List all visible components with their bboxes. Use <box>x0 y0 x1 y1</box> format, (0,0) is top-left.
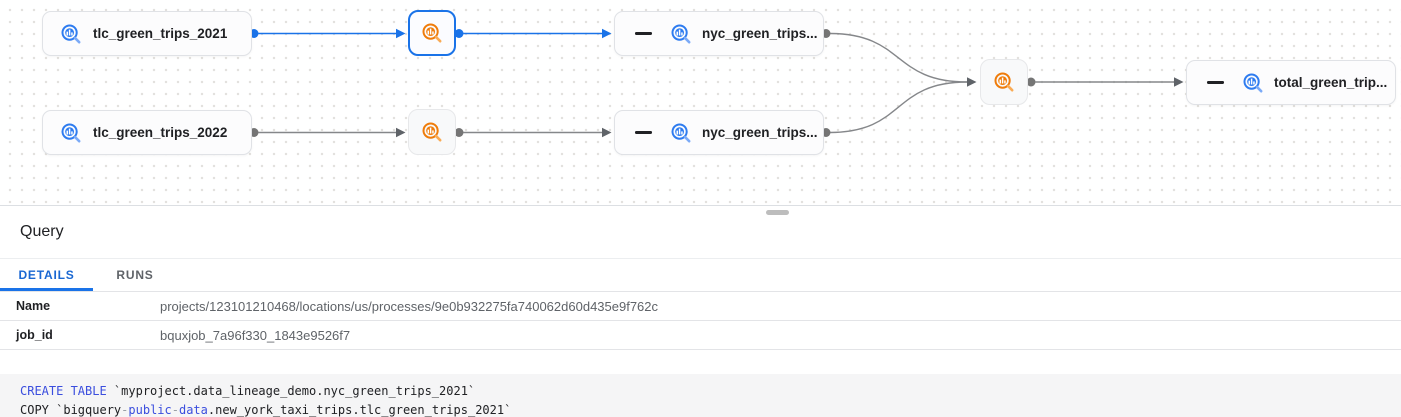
bigquery-table-icon <box>61 24 81 44</box>
bigquery-process-icon <box>422 23 442 43</box>
node-label: nyc_green_trips... <box>702 26 818 41</box>
table-row-name: Name projects/123101210468/locations/us/… <box>0 291 1401 321</box>
bigquery-table-icon <box>61 123 81 143</box>
details-table: Name projects/123101210468/locations/us/… <box>0 291 1401 350</box>
edge-process3-to-total <box>1026 77 1184 87</box>
edge-tlc2022-to-process2 <box>249 127 406 138</box>
details-panel: Query DETAILS RUNS Name projects/1231012… <box>0 206 1401 417</box>
bigquery-table-icon <box>1243 73 1263 93</box>
sql-operator: - <box>171 402 179 417</box>
node-label: nyc_green_trips... <box>702 125 818 140</box>
node-tlc-green-trips-2022[interactable]: tlc_green_trips_2022 <box>42 110 252 155</box>
sql-operator: - <box>121 402 129 417</box>
field-value: projects/123101210468/locations/us/proce… <box>160 298 659 314</box>
node-tlc-green-trips-2021[interactable]: tlc_green_trips_2021 <box>42 11 252 56</box>
sql-code-block: CREATE TABLE `myproject.data_lineage_dem… <box>0 374 1401 417</box>
active-tab-indicator <box>0 288 93 291</box>
node-process-1-selected[interactable] <box>408 10 456 56</box>
edge-process1-to-nyc2021 <box>454 28 612 39</box>
node-total-green-trips[interactable]: total_green_trip... <box>1186 60 1396 105</box>
bigquery-process-icon <box>994 72 1014 92</box>
node-label: tlc_green_trips_2021 <box>93 26 228 41</box>
collapse-minus-icon[interactable] <box>1207 81 1224 84</box>
sql-line-1: CREATE TABLE `myproject.data_lineage_dem… <box>20 382 1401 401</box>
edge-tlc2021-to-process1 <box>249 28 406 39</box>
edge-nyc2022-to-process3 <box>821 77 977 137</box>
sql-line-2: COPY `bigquery-public-data.new_york_taxi… <box>20 401 1401 417</box>
panel-title: Query <box>20 223 64 240</box>
collapse-minus-icon[interactable] <box>635 131 652 134</box>
edge-process2-to-nyc2022 <box>454 127 612 138</box>
sql-text: COPY `bigquery <box>20 402 122 417</box>
tab-details[interactable]: DETAILS <box>18 268 75 282</box>
sql-keyword: data <box>178 402 208 417</box>
node-process-3[interactable] <box>980 59 1028 105</box>
tab-bar: DETAILS RUNS <box>0 258 1401 291</box>
panel-header: Query <box>0 206 1401 258</box>
sql-text: .new_york_taxi_trips.tlc_green_trips_202… <box>207 402 512 417</box>
field-label: job_id <box>16 328 53 342</box>
bigquery-process-icon <box>422 122 442 142</box>
table-row-job-id: job_id bquxjob_7a96f330_1843e9526f7 <box>0 321 1401 350</box>
lineage-edges-layer <box>249 28 1184 138</box>
node-process-2[interactable] <box>408 109 456 155</box>
edge-nyc2021-to-process3 <box>821 29 968 83</box>
node-nyc-green-trips-2021[interactable]: nyc_green_trips... <box>614 11 824 56</box>
lineage-graph[interactable]: tlc_green_trips_2021 tlc_green_trips_202… <box>0 0 1401 206</box>
sql-text: `myproject.data_lineage_demo.nyc_green_t… <box>106 384 476 398</box>
collapse-minus-icon[interactable] <box>635 32 652 35</box>
node-label: total_green_trip... <box>1274 75 1388 90</box>
field-value: bquxjob_7a96f330_1843e9526f7 <box>160 327 351 343</box>
field-label: Name <box>16 299 51 313</box>
panel-resize-handle[interactable] <box>766 210 789 215</box>
bigquery-table-icon <box>671 123 691 143</box>
node-nyc-green-trips-2022[interactable]: nyc_green_trips... <box>614 110 824 155</box>
tab-runs[interactable]: RUNS <box>116 268 154 282</box>
bigquery-table-icon <box>671 24 691 44</box>
sql-keyword: public <box>128 402 172 417</box>
node-label: tlc_green_trips_2022 <box>93 125 228 140</box>
sql-keyword: CREATE TABLE <box>20 384 107 398</box>
